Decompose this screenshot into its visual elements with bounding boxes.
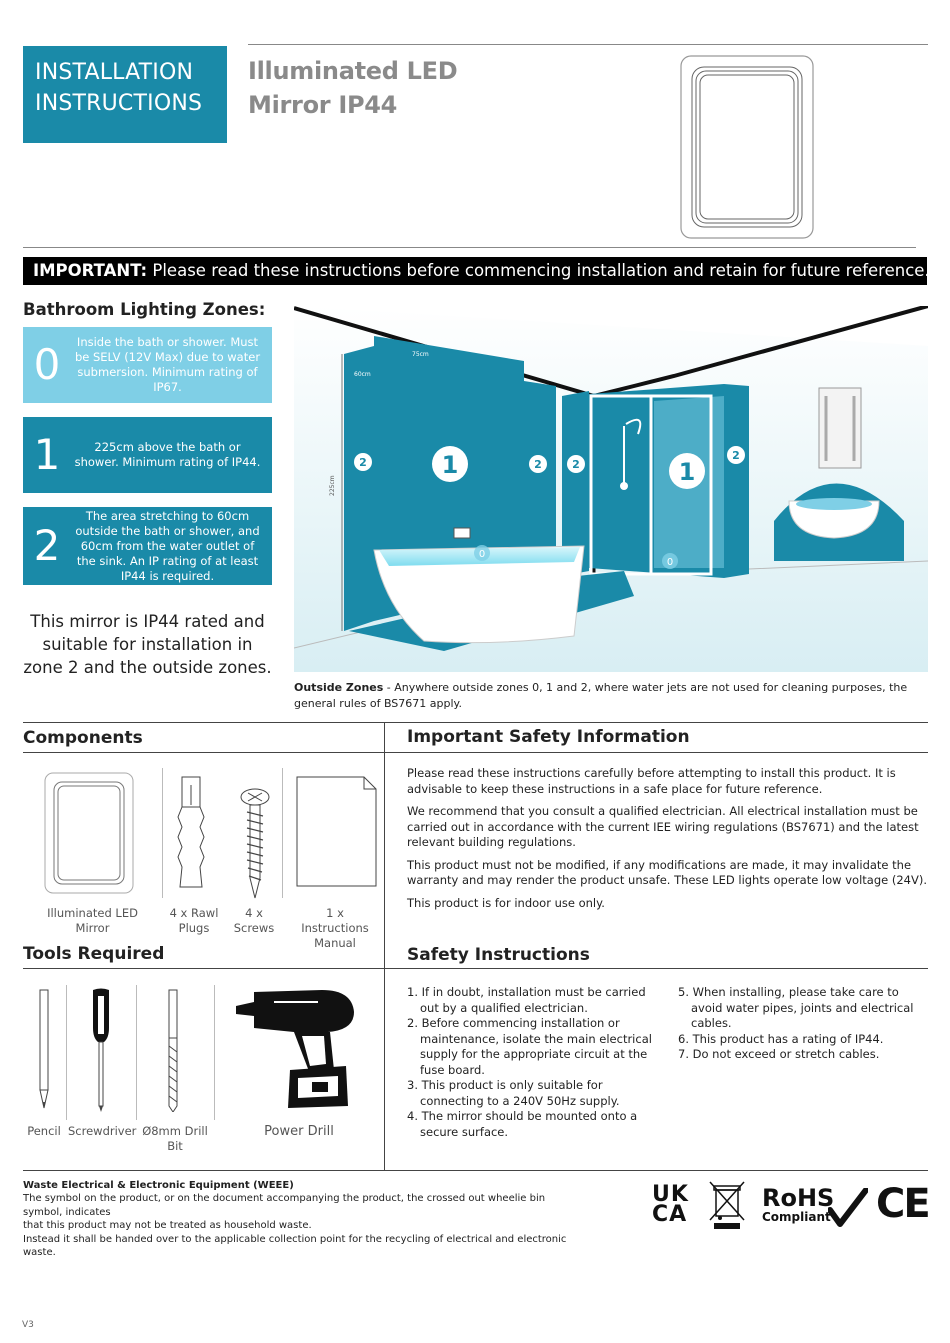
- zone-2-marker-left: 2: [359, 456, 367, 469]
- component-label-screws: 4 x Screws: [233, 906, 275, 935]
- zone-0-shower-marker: 0: [667, 557, 673, 568]
- tool-label-power-drill: Power Drill: [264, 1124, 334, 1139]
- header-box-line1: INSTALLATION: [35, 60, 194, 85]
- outside-zones-label: Outside Zones: [294, 681, 384, 694]
- title-line2: Mirror IP44: [248, 91, 398, 119]
- safety-info-title: Important Safety Information: [407, 727, 690, 747]
- safety-info-body: Please read these instructions carefully…: [407, 766, 929, 918]
- version-label: V3: [22, 1320, 34, 1330]
- tools-title: Tools Required: [23, 944, 165, 964]
- zone-1-shower-marker: 1: [679, 458, 696, 486]
- weee-bin-icon: [709, 1181, 745, 1229]
- zone-1-bath-marker: 1: [442, 451, 459, 479]
- safety-info-p1: Please read these instructions carefully…: [407, 766, 896, 796]
- mirror-component-icon: [44, 772, 134, 894]
- weee-line1: The symbol on the product, or on the doc…: [23, 1193, 546, 1218]
- drill-bit-icon: [168, 989, 178, 1112]
- rohs-compliant-text: Compliant: [762, 1210, 831, 1224]
- tools-separator-1: [66, 985, 67, 1120]
- zone-2-card: 2 The area stretching to 60cm outside th…: [23, 507, 272, 585]
- tools-separator-3: [214, 985, 215, 1120]
- screw-icon: [240, 788, 270, 899]
- safety-info-p3: This product must not be modified, if an…: [407, 857, 927, 888]
- tool-label-pencil: Pencil: [27, 1124, 61, 1138]
- outside-zones-note: Outside Zones - Anywhere outside zones 0…: [294, 680, 928, 711]
- component-label-mirror: Illuminated LED Mirror: [47, 906, 138, 935]
- safety-instructions-title: Safety Instructions: [407, 945, 590, 965]
- dim-75-label: 75cm: [412, 351, 429, 358]
- screwdriver-icon: [93, 988, 109, 1112]
- zone-1-card: 1 225cm above the bath or shower. Minimu…: [23, 417, 272, 493]
- product-title: Illuminated LED Mirror IP44: [248, 54, 458, 122]
- tools-separator-2: [136, 985, 137, 1120]
- section-divider-bottom: [23, 1170, 928, 1171]
- zone-0-card: 0 Inside the bath or shower. Must be SEL…: [23, 327, 272, 403]
- header-box: INSTALLATION INSTRUCTIONS: [23, 46, 227, 143]
- check-mark-icon: [828, 1188, 868, 1227]
- safety-instruction-item: 7. Do not exceed or stretch cables.: [678, 1047, 880, 1061]
- important-banner: IMPORTANT: Please read these instruction…: [23, 257, 927, 285]
- rohs-mark: RoHS Compliant: [762, 1186, 834, 1224]
- ukca-mark: UK CA: [652, 1182, 692, 1227]
- pencil-icon: [39, 989, 49, 1109]
- components-title: Components: [23, 728, 143, 748]
- safety-instruction-item: 3. This product is only suitable for con…: [407, 1078, 620, 1108]
- important-text: Please read these instructions before co…: [147, 261, 927, 280]
- weee-line3: Instead it shall be handed over to the a…: [23, 1233, 567, 1259]
- safety-instructions-col2: 5. When installing, please take care to …: [678, 985, 926, 1063]
- weee-title: Waste Electrical & Electronic Equipment …: [23, 1180, 294, 1191]
- zones-title: Bathroom Lighting Zones:: [23, 300, 266, 319]
- safety-info-p2: We recommend that you consult a qualifie…: [407, 804, 919, 849]
- ce-mark: CE: [876, 1181, 931, 1227]
- tool-label-drill-bit: Ø8mm Drill Bit: [142, 1124, 208, 1153]
- safety-instructions-col1: 1. If in doubt, installation must be car…: [407, 985, 661, 1140]
- zone-2-number: 2: [33, 521, 61, 570]
- instructions-manual-icon: [296, 776, 377, 887]
- zone-1-text: 225cm above the bath or shower. Minimum …: [74, 440, 261, 469]
- component-label-manual: 1 x Instructions Manual: [301, 906, 369, 950]
- safety-instruction-item: 5. When installing, please take care to …: [678, 985, 914, 1030]
- ukca-bottom: CA: [652, 1202, 688, 1227]
- title-line1: Illuminated LED: [248, 57, 458, 85]
- component-label-plugs: 4 x Rawl Plugs: [169, 906, 219, 935]
- important-label: IMPORTANT:: [33, 261, 148, 280]
- zone-0-text: Inside the bath or shower. Must be SELV …: [74, 335, 261, 394]
- weee-text: The symbol on the product, or on the doc…: [23, 1192, 583, 1260]
- zone-0-number: 0: [33, 340, 61, 389]
- zone-2-text: The area stretching to 60cm outside the …: [75, 508, 260, 583]
- height-225-label: 225cm: [329, 475, 336, 496]
- section-divider-top: [23, 722, 928, 723]
- header-bottom-divider: [23, 247, 916, 248]
- section-divider-tools: [23, 968, 928, 969]
- components-separator-2: [282, 768, 283, 898]
- header-box-line2: INSTRUCTIONS: [35, 91, 203, 116]
- zone-2-marker-mid: 2: [534, 458, 542, 471]
- zone-2-marker-right: 2: [732, 449, 740, 462]
- safety-instruction-item: 6. This product has a rating of IP44.: [678, 1031, 884, 1046]
- zone-0-bath-marker: 0: [479, 549, 485, 560]
- weee-line2: that this product may not be treated as …: [23, 1220, 312, 1231]
- safety-instruction-item: 4. The mirror should be mounted onto a s…: [407, 1109, 638, 1139]
- components-separator-1: [162, 768, 163, 898]
- safety-instruction-item: 1. If in doubt, installation must be car…: [407, 985, 646, 1015]
- mirror-thumbnail: [680, 55, 814, 239]
- safety-info-p4: This product is for indoor use only.: [407, 895, 605, 910]
- header-divider: [248, 44, 928, 45]
- rohs-text: RoHS: [762, 1184, 835, 1212]
- safety-instruction-item: 2. Before commencing installation or mai…: [407, 1016, 652, 1077]
- ukca-top: UK: [652, 1182, 689, 1207]
- dim-60-label: 60cm: [354, 371, 371, 378]
- bathroom-zones-illustration: 225cm 75cm 60cm 1 1 2 2 2 2 0 0: [294, 306, 928, 672]
- tool-label-screwdriver: Screwdriver: [68, 1124, 137, 1138]
- rawl-plug-icon: [177, 776, 205, 888]
- zone-1-number: 1: [33, 430, 61, 479]
- section-divider-components: [23, 752, 928, 753]
- power-drill-icon: [236, 990, 354, 1108]
- zone-2-marker-shower: 2: [572, 458, 580, 471]
- ip44-note: This mirror is IP44 rated and suitable f…: [23, 612, 272, 677]
- section-divider-vertical: [384, 722, 385, 1170]
- outside-zones-text: - Anywhere outside zones 0, 1 and 2, whe…: [294, 681, 908, 710]
